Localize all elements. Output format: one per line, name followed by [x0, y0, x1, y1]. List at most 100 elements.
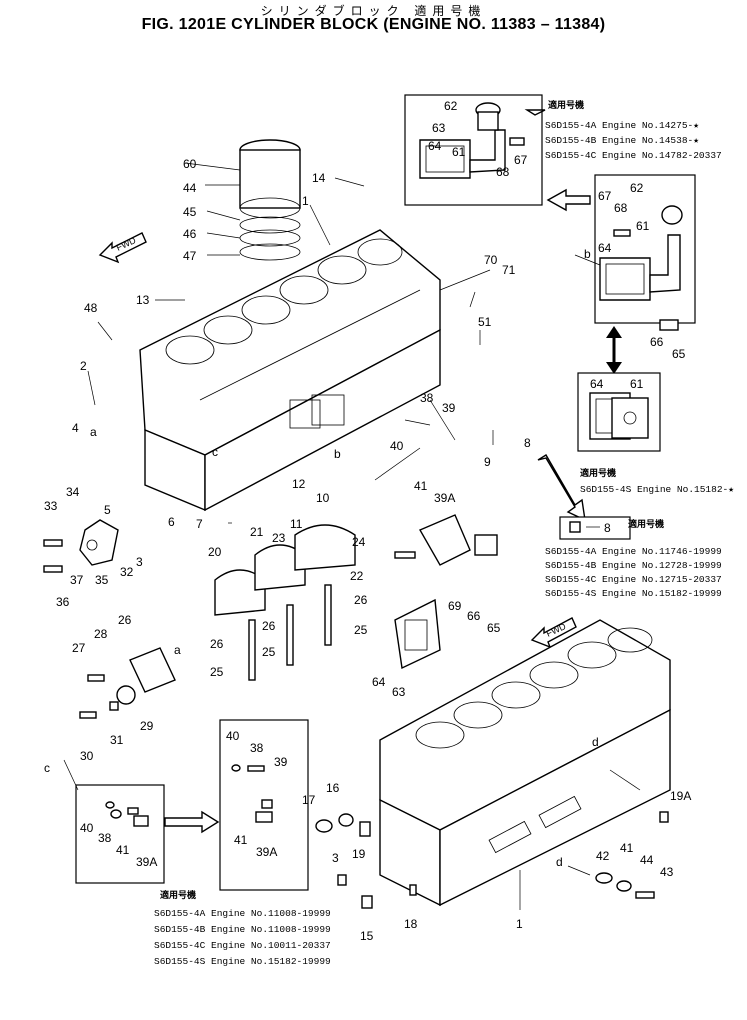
part-label: 7 — [196, 517, 203, 531]
part-label: 2 — [80, 359, 87, 373]
part-label: 60 — [183, 157, 197, 171]
part-label: 20 — [208, 545, 222, 559]
callout-line: S6D155-4S Engine No.15182-19999 — [154, 956, 331, 967]
main-bearing-caps — [214, 524, 356, 681]
part-label: 70 — [484, 253, 498, 267]
callout-line: S6D155-4B Engine No.11008-19999 — [154, 924, 331, 935]
part-label: 25 — [262, 645, 276, 659]
front-cover-assembly — [79, 647, 176, 719]
part-label: 63 — [392, 685, 406, 699]
ref-letter: b — [584, 247, 591, 261]
part-label: 30 — [80, 749, 94, 763]
callout-line: S6D155-4B Engine No.12728-19999 — [545, 560, 722, 571]
part-label: 46 — [183, 227, 197, 241]
part-label: 64 — [590, 377, 604, 391]
part-label: 19A — [670, 789, 691, 803]
part-label: 39 — [442, 401, 456, 415]
part-label: 1 — [516, 917, 523, 931]
callout-top-right-heading: 適用号機 — [548, 99, 584, 111]
part-label: 26 — [118, 613, 132, 627]
double-arrow-icon — [606, 326, 622, 374]
part-label: 62 — [630, 181, 644, 195]
callout-line: S6D155-4S Engine No.15182-★ — [580, 484, 734, 495]
detail-gasket-box — [577, 372, 661, 452]
part-labels: 60 44 45 46 47 14 1 13 48 2 4 5 6 7 3 33… — [44, 99, 691, 943]
part-label: 67 — [514, 153, 528, 167]
part-label: 47 — [183, 249, 197, 263]
part-label: 41 — [414, 479, 428, 493]
part-label: 6 — [168, 515, 175, 529]
part-label: 21 — [250, 525, 264, 539]
ref-letter: b — [334, 447, 341, 461]
part-label: 10 — [316, 491, 330, 505]
callout-line: S6D155-4A Engine No.11746-19999 — [545, 546, 722, 557]
part-label: 3 — [332, 851, 339, 865]
part-label: 63 — [432, 121, 446, 135]
part-label: 15 — [360, 929, 374, 943]
part-label: 40 — [226, 729, 240, 743]
part-label: 38 — [98, 831, 112, 845]
part-label: 41 — [116, 843, 130, 857]
part-label: 66 — [650, 335, 664, 349]
part-label: 42 — [596, 849, 610, 863]
part-label: 19 — [352, 847, 366, 861]
title-japanese: シリンダブロック 適用号機 — [260, 4, 487, 18]
bracket-65 — [394, 514, 498, 566]
part-label: 68 — [614, 201, 628, 215]
part-label: 25 — [210, 665, 224, 679]
part-label: 44 — [640, 853, 654, 867]
ref-letter: c — [212, 445, 218, 459]
part-label: 25 — [354, 623, 368, 637]
cylinder-liner — [239, 139, 301, 261]
callout-line: S6D155-4C Engine No.12715-20337 — [545, 574, 722, 585]
part-label: 8 — [524, 436, 531, 450]
callout-line: S6D155-4S Engine No.15182-19999 — [545, 588, 722, 599]
callout-8: 8 適用号機 S6D155-4A Engine No.11746-19999 S… — [545, 516, 722, 599]
ref-letter: c — [44, 761, 50, 775]
part-label: 67 — [598, 189, 612, 203]
part-label: 71 — [502, 263, 516, 277]
callout-line: S6D155-4C Engine No.14782-20337 — [545, 150, 722, 161]
part-label: 17 — [302, 793, 316, 807]
part-label: 61 — [630, 377, 644, 391]
part-label: 62 — [444, 99, 458, 113]
callout-top-right: 適用号機 S6D155-4A Engine No.14275-★ S6D155-… — [404, 94, 722, 206]
part-label: 13 — [136, 293, 150, 307]
callout-line: S6D155-4A Engine No.14275-★ — [545, 120, 699, 131]
callout-bottom-heading: 適用号機 — [160, 889, 196, 901]
shaded-arrow-right-icon — [164, 810, 220, 834]
part-label: 26 — [210, 637, 224, 651]
part-label: 61 — [636, 219, 650, 233]
leader-lines — [63, 162, 641, 910]
callout-8-heading: 適用号機 — [628, 518, 664, 530]
part-label: 26 — [354, 593, 368, 607]
part-label: 64 — [598, 241, 612, 255]
part-label: 18 — [404, 917, 418, 931]
callout-line: S6D155-4A Engine No.11008-19999 — [154, 908, 331, 919]
fwd-arrow-top: FWD — [98, 232, 147, 264]
part-label: 27 — [72, 641, 86, 655]
part-label: 5 — [104, 503, 111, 517]
shaded-arrow-icon — [537, 454, 586, 522]
part-label: 8 — [604, 521, 611, 535]
part-label: 41 — [620, 841, 634, 855]
page-title: FIG. 1201E CYLINDER BLOCK (ENGINE NO. 11… — [141, 16, 606, 33]
cover-33 — [43, 519, 119, 573]
cylinder-block-top — [139, 229, 441, 512]
part-label: 39 — [274, 755, 288, 769]
part-label: 69 — [448, 599, 462, 613]
part-label: 48 — [84, 301, 98, 315]
part-label: 36 — [56, 595, 70, 609]
part-label: 40 — [80, 821, 94, 835]
part-label: 61 — [452, 145, 466, 159]
part-label: 39A — [136, 855, 157, 869]
part-label: 43 — [660, 865, 674, 879]
part-label: 64 — [372, 675, 386, 689]
part-label: 23 — [272, 531, 286, 545]
part-label: 44 — [183, 181, 197, 195]
part-label: 31 — [110, 733, 124, 747]
part-label: 32 — [120, 565, 134, 579]
part-label: 39A — [434, 491, 455, 505]
